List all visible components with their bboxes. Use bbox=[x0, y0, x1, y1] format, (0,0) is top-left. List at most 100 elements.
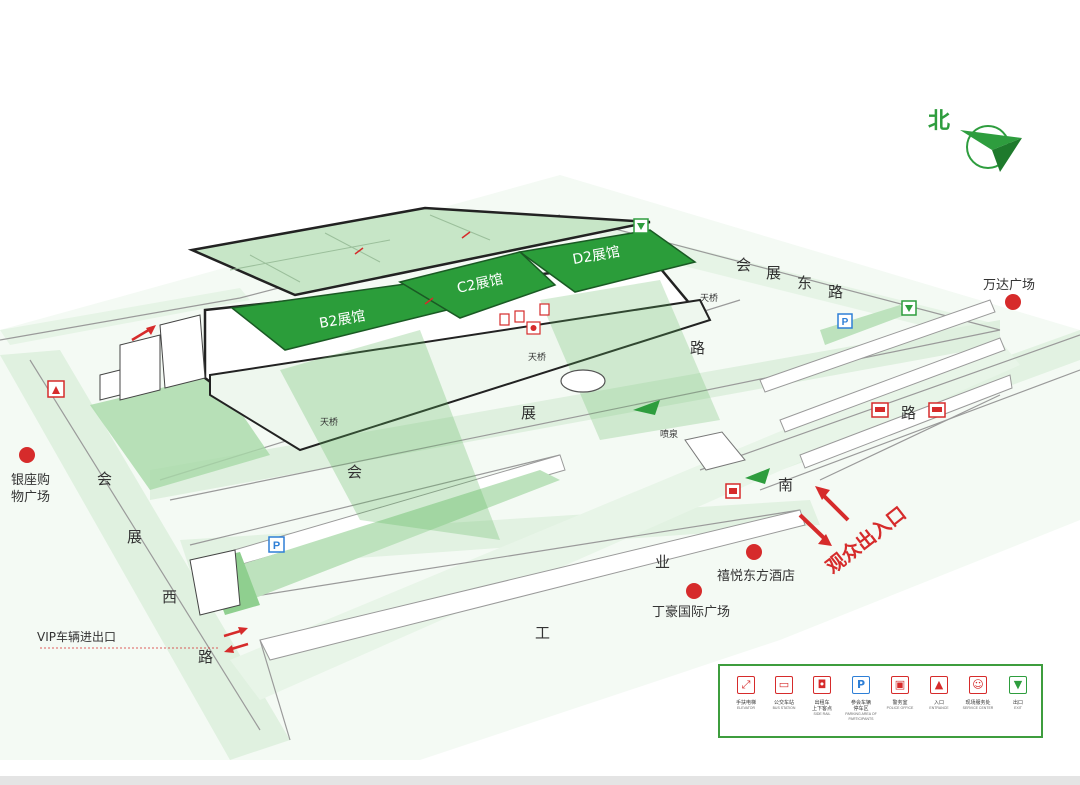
landmark-yinzuo-label-line2: 物广场 bbox=[11, 490, 50, 505]
parking-icon: P bbox=[268, 536, 285, 553]
exit-icon bbox=[901, 300, 917, 316]
landmark-yinzuo-dot bbox=[19, 447, 35, 463]
road-west-char-3: 西 bbox=[162, 588, 177, 606]
road-middle-char-2: 展 bbox=[521, 404, 536, 422]
upper-hall-block bbox=[187, 206, 651, 297]
exit-icon bbox=[633, 218, 649, 234]
light-beam-2 bbox=[540, 280, 720, 440]
legend-label: 出租车 上下客点 bbox=[811, 700, 832, 712]
legend-label: 入口 bbox=[933, 700, 944, 706]
parking-islands bbox=[199, 299, 1013, 661]
map-legend: ⤢ 手扶电梯 ELEVATOR ▭ 公交车站 BUS STATION ◘ 出租车… bbox=[718, 664, 1043, 738]
service-center-icon: ☺ bbox=[969, 676, 987, 694]
vip-entrance-arrows bbox=[223, 627, 249, 653]
landmark-dinghao-label: 丁豪国际广场 bbox=[652, 604, 730, 620]
west-building bbox=[99, 314, 206, 401]
road-west-char-1: 会 bbox=[97, 470, 112, 488]
legend-item-service-center: ☺ 现场服务处 SERVICE CENTER bbox=[958, 676, 998, 711]
skybridge-label-1: 天桥 bbox=[700, 292, 718, 304]
fountain-label: 喷泉 bbox=[660, 428, 678, 440]
road-middle-char-1: 会 bbox=[347, 463, 362, 481]
entrance-icon: ▲ bbox=[930, 676, 948, 694]
escalator-icon: ⤢ bbox=[737, 676, 755, 694]
lawn-south bbox=[240, 470, 560, 600]
landmark-yinzuo-label-line1: 银座购 bbox=[11, 472, 50, 488]
green-arrow-2 bbox=[745, 468, 770, 484]
road-huizhan-west bbox=[0, 350, 290, 760]
light-beam-1 bbox=[280, 330, 500, 540]
road-north-char-1: 会 bbox=[736, 256, 751, 274]
road-south-char-2: 路 bbox=[901, 404, 916, 422]
legend-label: 警务室 bbox=[892, 700, 908, 706]
legend-label: 手扶电梯 bbox=[735, 700, 756, 706]
compass: 北 bbox=[928, 109, 1022, 172]
skybridge-label-2: 天桥 bbox=[528, 351, 546, 363]
svg-text:P: P bbox=[273, 540, 280, 552]
parking-icon: P bbox=[837, 313, 853, 329]
south-building bbox=[189, 549, 241, 616]
hall-label-b2: B2展馆 bbox=[318, 308, 367, 332]
legend-item-escalator: ⤢ 手扶电梯 ELEVATOR bbox=[726, 676, 766, 711]
bus-station-icon bbox=[871, 402, 889, 418]
legend-item-bus-station: ▭ 公交车站 BUS STATION bbox=[764, 676, 804, 711]
legend-label-en: PARKING AREA OF PARTICIPANTS bbox=[845, 712, 877, 721]
legend-label: 现场服务处 bbox=[965, 700, 991, 706]
landmark-dinghao-dot bbox=[686, 583, 702, 599]
green-arrow-1 bbox=[633, 400, 660, 415]
svg-text:P: P bbox=[842, 317, 849, 328]
taxi-icon: ◘ bbox=[813, 676, 831, 694]
legend-item-taxi: ◘ 出租车 上下客点 SIDE RAIL bbox=[802, 676, 842, 717]
parking-icon: P bbox=[852, 676, 870, 694]
legend-label-en: POLICE OFFICE bbox=[886, 706, 914, 710]
upper-hall-grid bbox=[229, 214, 491, 283]
compass-needle bbox=[960, 130, 1022, 150]
police-icon: ▣ bbox=[891, 676, 909, 694]
escalator-icon bbox=[354, 231, 471, 305]
exit-icon: ▼ bbox=[1009, 676, 1027, 694]
visitor-entrance-arrows bbox=[798, 486, 850, 546]
compass-north-label: 北 bbox=[928, 109, 950, 134]
legend-item-exit: ▼ 出口 EXIT bbox=[998, 676, 1038, 711]
legend-label-en: SERVICE CENTER bbox=[962, 706, 994, 710]
hall-c2-shape bbox=[398, 251, 557, 319]
taxi-icon bbox=[725, 483, 741, 499]
red-arrow-west-top bbox=[131, 325, 156, 342]
skybridge-deck bbox=[209, 298, 712, 452]
landmark-xiyue-dot bbox=[746, 544, 762, 560]
road-huizhan-middle bbox=[150, 320, 1000, 500]
fountain-shape bbox=[560, 369, 606, 393]
landmark-xiyue-label: 禧悦东方酒店 bbox=[717, 568, 795, 584]
legend-label: 参会车辆 停车区 bbox=[850, 700, 871, 712]
lawn-east bbox=[820, 305, 905, 345]
road-north-char-4: 路 bbox=[828, 283, 843, 301]
road-north-char-3: 东 bbox=[797, 274, 812, 292]
legend-label-en: SIDE RAIL bbox=[813, 712, 831, 716]
bottom-bar bbox=[0, 776, 1080, 785]
hall-d2-shape bbox=[518, 229, 697, 293]
legend-label-en: EXIT bbox=[1014, 706, 1022, 710]
fountain-plaza bbox=[684, 431, 746, 471]
road-west-char-2: 展 bbox=[127, 528, 142, 546]
legend-item-parking: P 参会车辆 停车区 PARKING AREA OF PARTICIPANTS bbox=[841, 676, 881, 722]
road-west-char-4: 路 bbox=[198, 648, 213, 666]
legend-label-en: ENTRANCE bbox=[929, 706, 949, 710]
bus-station-icon bbox=[928, 402, 946, 418]
road-south-char-1: 南 bbox=[778, 476, 793, 494]
vip-entrance-label: VIP车辆进出口 bbox=[37, 629, 116, 644]
road-north-char-2: 展 bbox=[766, 264, 781, 282]
landmark-wanda-dot bbox=[1005, 294, 1021, 310]
legend-label: 公交车站 bbox=[773, 700, 794, 706]
legend-label-en: BUS STATION bbox=[772, 706, 796, 710]
police-icon bbox=[499, 303, 550, 326]
skybridge-label-3: 天桥 bbox=[320, 416, 338, 428]
legend-item-police: ▣ 警务室 POLICE OFFICE bbox=[880, 676, 920, 711]
road-west-band bbox=[0, 288, 250, 345]
entrance-icon bbox=[47, 380, 65, 398]
road-gongye-char-1: 工 bbox=[535, 624, 550, 642]
legend-label: 出口 bbox=[1012, 700, 1023, 706]
legend-item-entrance: ▲ 入口 ENTRANCE bbox=[919, 676, 959, 711]
legend-label-en: ELEVATOR bbox=[736, 706, 756, 710]
road-middle-char-3: 路 bbox=[690, 339, 705, 357]
